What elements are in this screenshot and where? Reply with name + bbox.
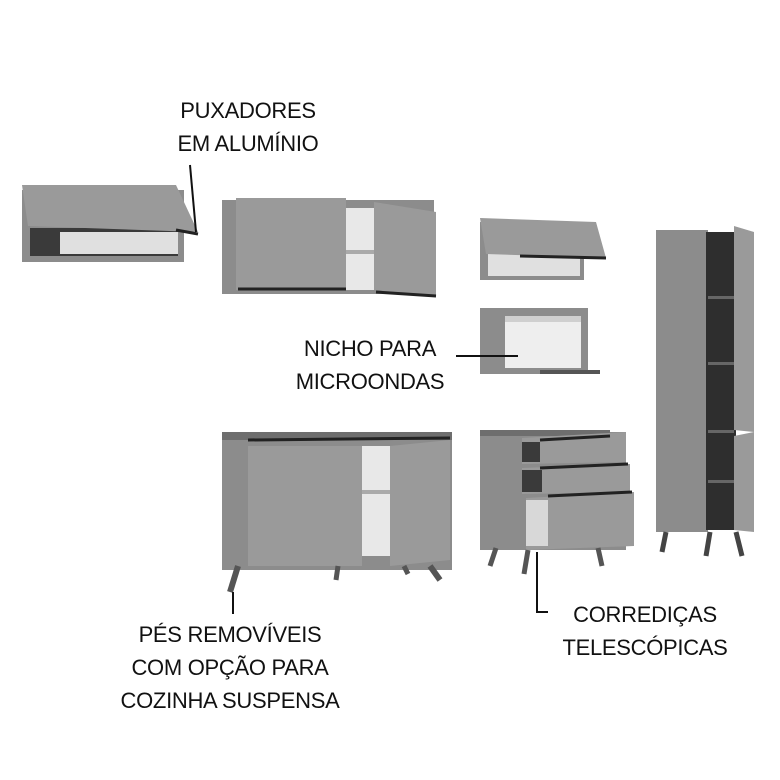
callout-line-slides (536, 552, 548, 613)
wall-cabinet-two-doors (222, 198, 437, 298)
drawer-cabinet (480, 430, 634, 613)
base-cabinet-two-doors (222, 432, 452, 614)
label-line: MICROONDAS (295, 369, 445, 394)
callout-line-handles (189, 164, 197, 233)
label-line: COM OPÇÃO PARA (131, 655, 329, 680)
label-line: PUXADORES (180, 98, 316, 123)
label-line: EM ALUMÍNIO (177, 131, 319, 156)
label-microwave-niche: NICHO PARA MICROONDAS (280, 332, 460, 398)
label-removable-feet: PÉS REMOVÍVEIS COM OPÇÃO PARA COZINHA SU… (100, 618, 360, 717)
label-line: PÉS REMOVÍVEIS (138, 622, 322, 647)
label-line: CORREDIÇAS (573, 602, 717, 627)
label-telescopic-slides: CORREDIÇAS TELESCÓPICAS (545, 598, 745, 664)
label-line: TELESCÓPICAS (562, 635, 728, 660)
label-line: NICHO PARA (303, 336, 437, 361)
aluminium-handle (175, 228, 199, 236)
microwave-niche-cabinet (456, 308, 600, 374)
tall-column-cabinet (656, 226, 754, 557)
wall-cabinet-lift-door-small (480, 218, 607, 280)
wall-cabinet-lift-door-left (22, 164, 199, 262)
label-handles: PUXADORES EM ALUMÍNIO (158, 94, 338, 160)
label-line: COZINHA SUSPENSA (120, 688, 340, 713)
